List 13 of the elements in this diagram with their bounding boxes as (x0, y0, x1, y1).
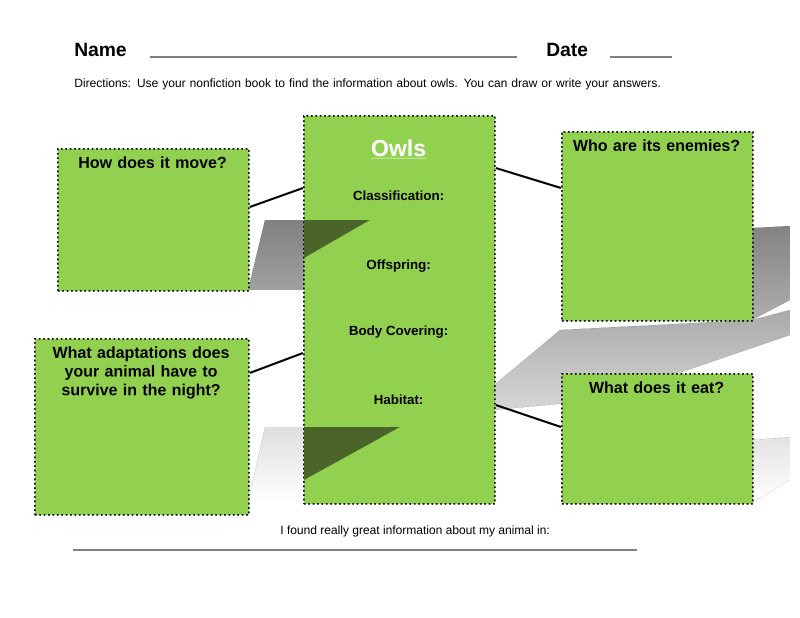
question-box: Owls Classification: Offspring: Body Covering: Habitat: (303, 115, 496, 505)
question-box: What does it eat? (561, 373, 754, 505)
connector-line (249, 187, 304, 208)
connector-line (249, 352, 304, 374)
directions-text: Directions: Use your nonfiction book to find the information about owls. You can draw or write your answers. (75, 78, 660, 90)
name-label: Name (76, 42, 126, 56)
connector-line (495, 166, 562, 190)
question-box: Who are its enemies? (561, 131, 754, 322)
question-box: How does it move? (57, 148, 250, 292)
question-box: What adaptations does your animal have to survive in the night? (34, 338, 250, 516)
connector-line (495, 404, 562, 428)
date-label: Date (548, 42, 588, 56)
prompt-text: I found really great information about my animal in: (281, 525, 549, 536)
